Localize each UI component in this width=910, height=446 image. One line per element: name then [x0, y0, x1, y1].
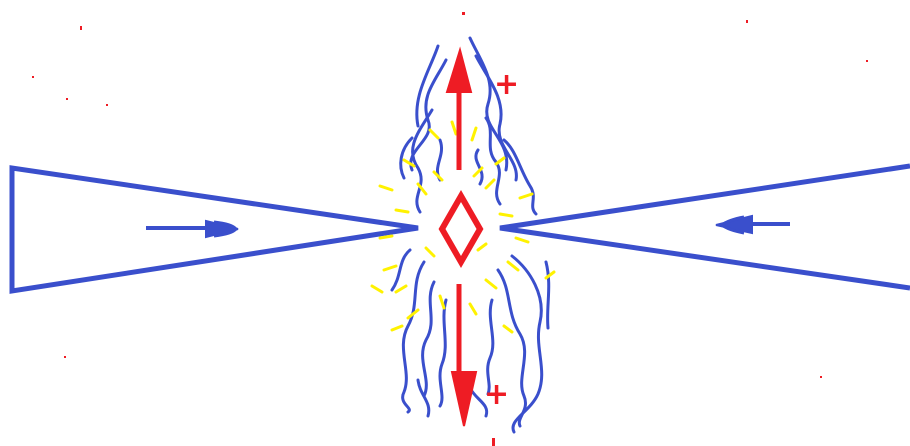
top-plus-sign: + [494, 67, 519, 102]
bottom-plus-sign: + [484, 377, 509, 412]
